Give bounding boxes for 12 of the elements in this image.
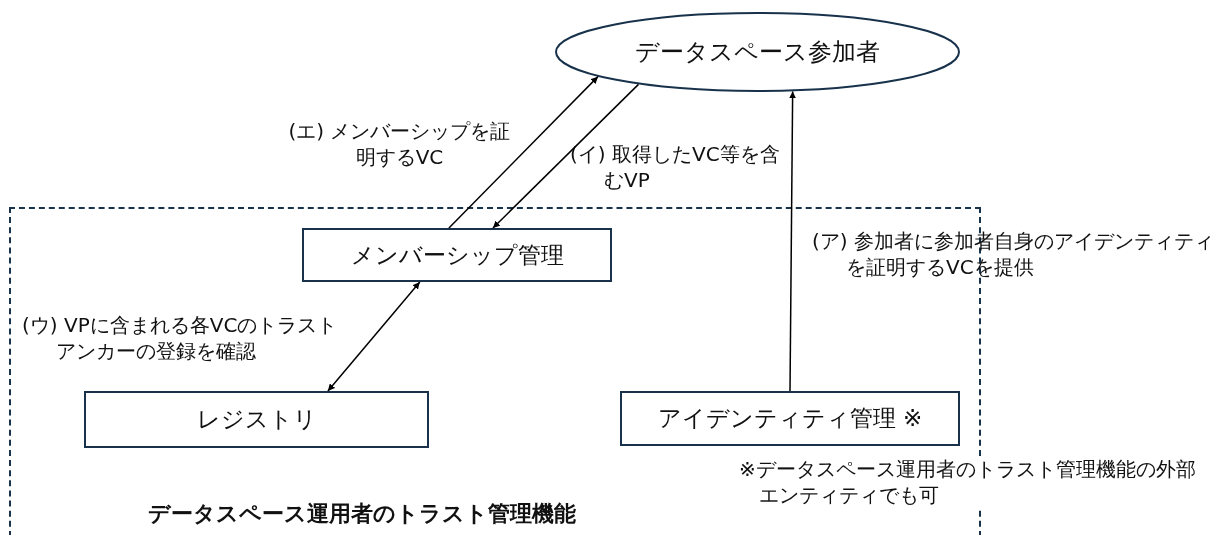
edge-label: (ウ) VPに含まれる各VCのトラストアンカーの登録を確認 [22,312,339,364]
process-box: メンバーシップ管理 [302,228,612,282]
arrow [789,90,797,392]
edge-label: (エ) メンバーシップを証明するVC [287,118,512,170]
node-label: データスペース参加者 [635,37,880,68]
arrow [448,75,599,229]
area-title: データスペース運用者のトラスト管理機能 [148,500,576,528]
arrow [327,281,421,392]
arrow [492,83,640,229]
process-box: アイデンティティ管理 ※ [620,391,960,446]
edge-label: (ア) 参加者に参加者自身のアイデンティティを証明するVCを提供 [812,228,1215,280]
process-box: レジストリ [84,391,429,448]
